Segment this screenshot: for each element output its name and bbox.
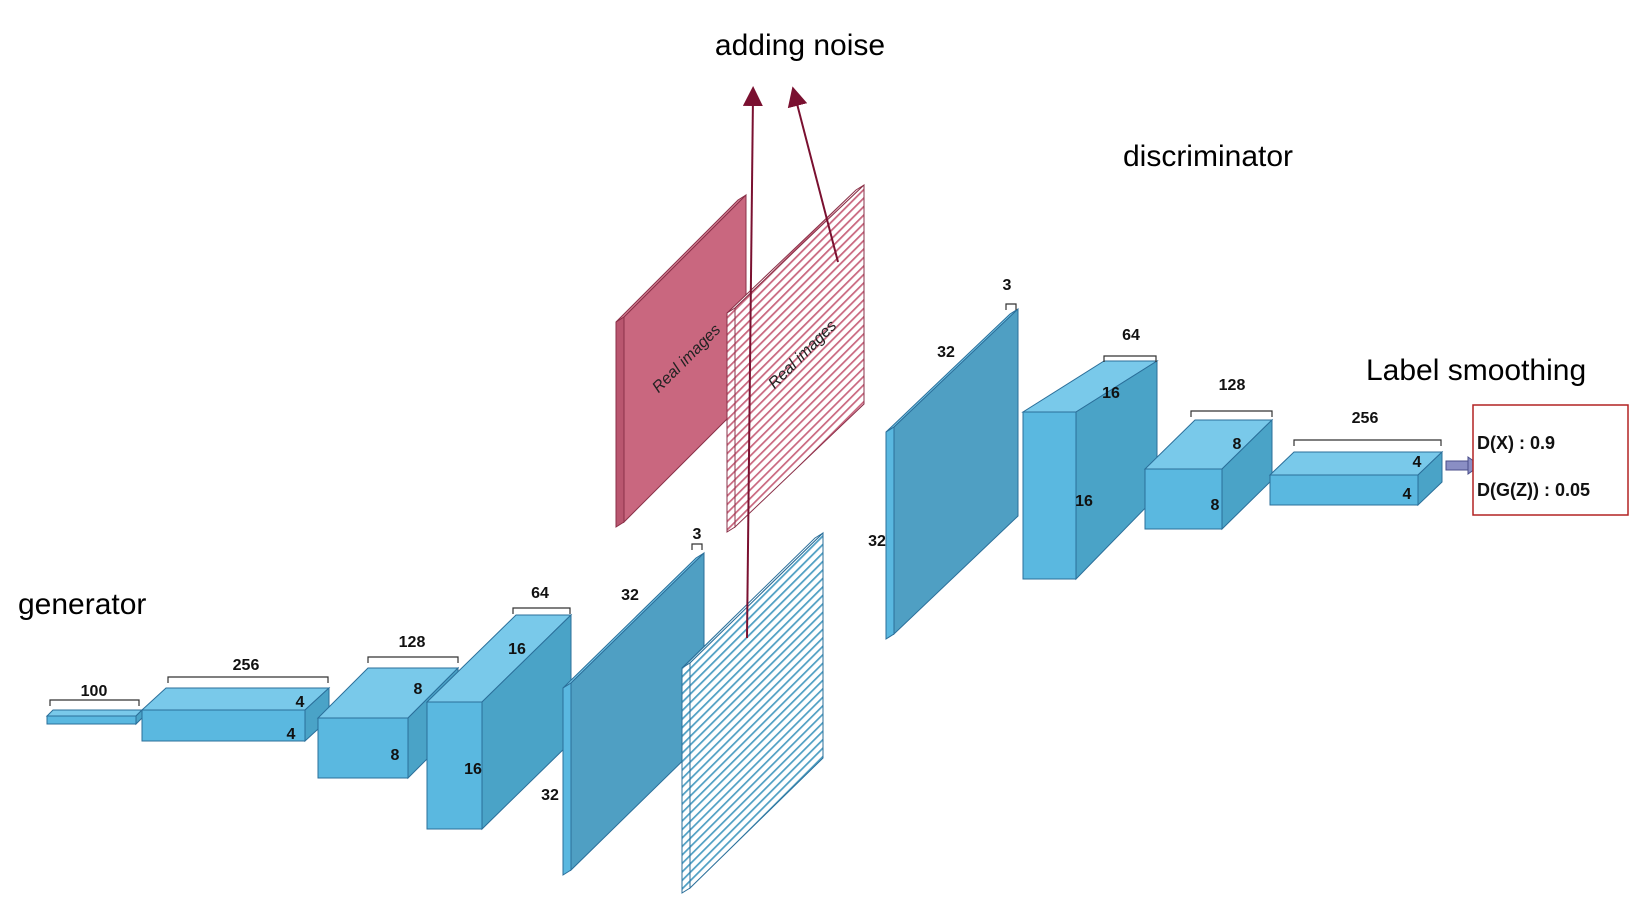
dgz-output: D(G(Z)) : 0.05 bbox=[1477, 480, 1590, 500]
noise-arrow-generated bbox=[742, 86, 763, 639]
discriminator-title: discriminator bbox=[1123, 140, 1293, 173]
label-smoothing-title: Label smoothing bbox=[1366, 354, 1586, 387]
adding-noise-title: adding noise bbox=[715, 29, 885, 62]
disc-block-64: 64 16 16 bbox=[1021, 327, 1159, 581]
gen-block-256: 256 4 4 bbox=[140, 657, 331, 743]
gen-label-32: 32 bbox=[621, 587, 639, 604]
gen-label-64: 64 bbox=[531, 585, 549, 602]
disc-label-256-b: 4 bbox=[1403, 486, 1412, 503]
disc-label-256-a: 4 bbox=[1413, 454, 1422, 471]
disc-label-64-b: 16 bbox=[1075, 493, 1093, 510]
dx-output: D(X) : 0.9 bbox=[1477, 433, 1555, 453]
disc-block-256: 256 4 4 bbox=[1268, 410, 1444, 507]
gen-label-256: 256 bbox=[233, 657, 260, 674]
disc-label-3: 3 bbox=[1003, 277, 1012, 294]
gen-label-256-b: 4 bbox=[287, 726, 296, 743]
gen-block-64: 64 16 16 bbox=[425, 585, 573, 831]
gen-label-100: 100 bbox=[81, 683, 108, 700]
gen-label-3: 3 bbox=[693, 526, 702, 543]
gen-label-32-b: 32 bbox=[541, 787, 559, 804]
gen-block-100: 100 bbox=[45, 683, 144, 726]
output-box: D(X) : 0.9 D(G(Z)) : 0.05 bbox=[1472, 404, 1629, 516]
noisy-real-images-plane: Real images bbox=[726, 183, 865, 533]
gen-plane-32: 32 32 3 bbox=[541, 526, 705, 876]
disc-label-128-a: 8 bbox=[1233, 436, 1242, 453]
disc-label-128: 128 bbox=[1219, 377, 1246, 394]
generator-title: generator bbox=[18, 588, 146, 621]
gen-label-128-a: 8 bbox=[414, 681, 423, 698]
disc-plane-32: 32 32 3 bbox=[868, 277, 1019, 640]
gen-label-128: 128 bbox=[399, 634, 426, 651]
real-images-plane: Real images bbox=[615, 193, 747, 528]
disc-label-64-a: 16 bbox=[1102, 385, 1120, 402]
gen-label-64-a: 16 bbox=[508, 641, 526, 658]
disc-label-256: 256 bbox=[1352, 410, 1379, 427]
disc-label-32-b: 32 bbox=[868, 533, 886, 550]
gen-label-128-b: 8 bbox=[391, 747, 400, 764]
gen-label-64-b: 16 bbox=[464, 761, 482, 778]
disc-label-128-b: 8 bbox=[1211, 497, 1220, 514]
disc-block-128: 128 8 8 bbox=[1143, 377, 1274, 531]
disc-label-32: 32 bbox=[937, 344, 955, 361]
generated-image-plane bbox=[681, 531, 824, 894]
noise-arrow-real bbox=[787, 86, 839, 263]
gen-label-256-a: 4 bbox=[296, 694, 305, 711]
disc-label-64: 64 bbox=[1122, 327, 1140, 344]
